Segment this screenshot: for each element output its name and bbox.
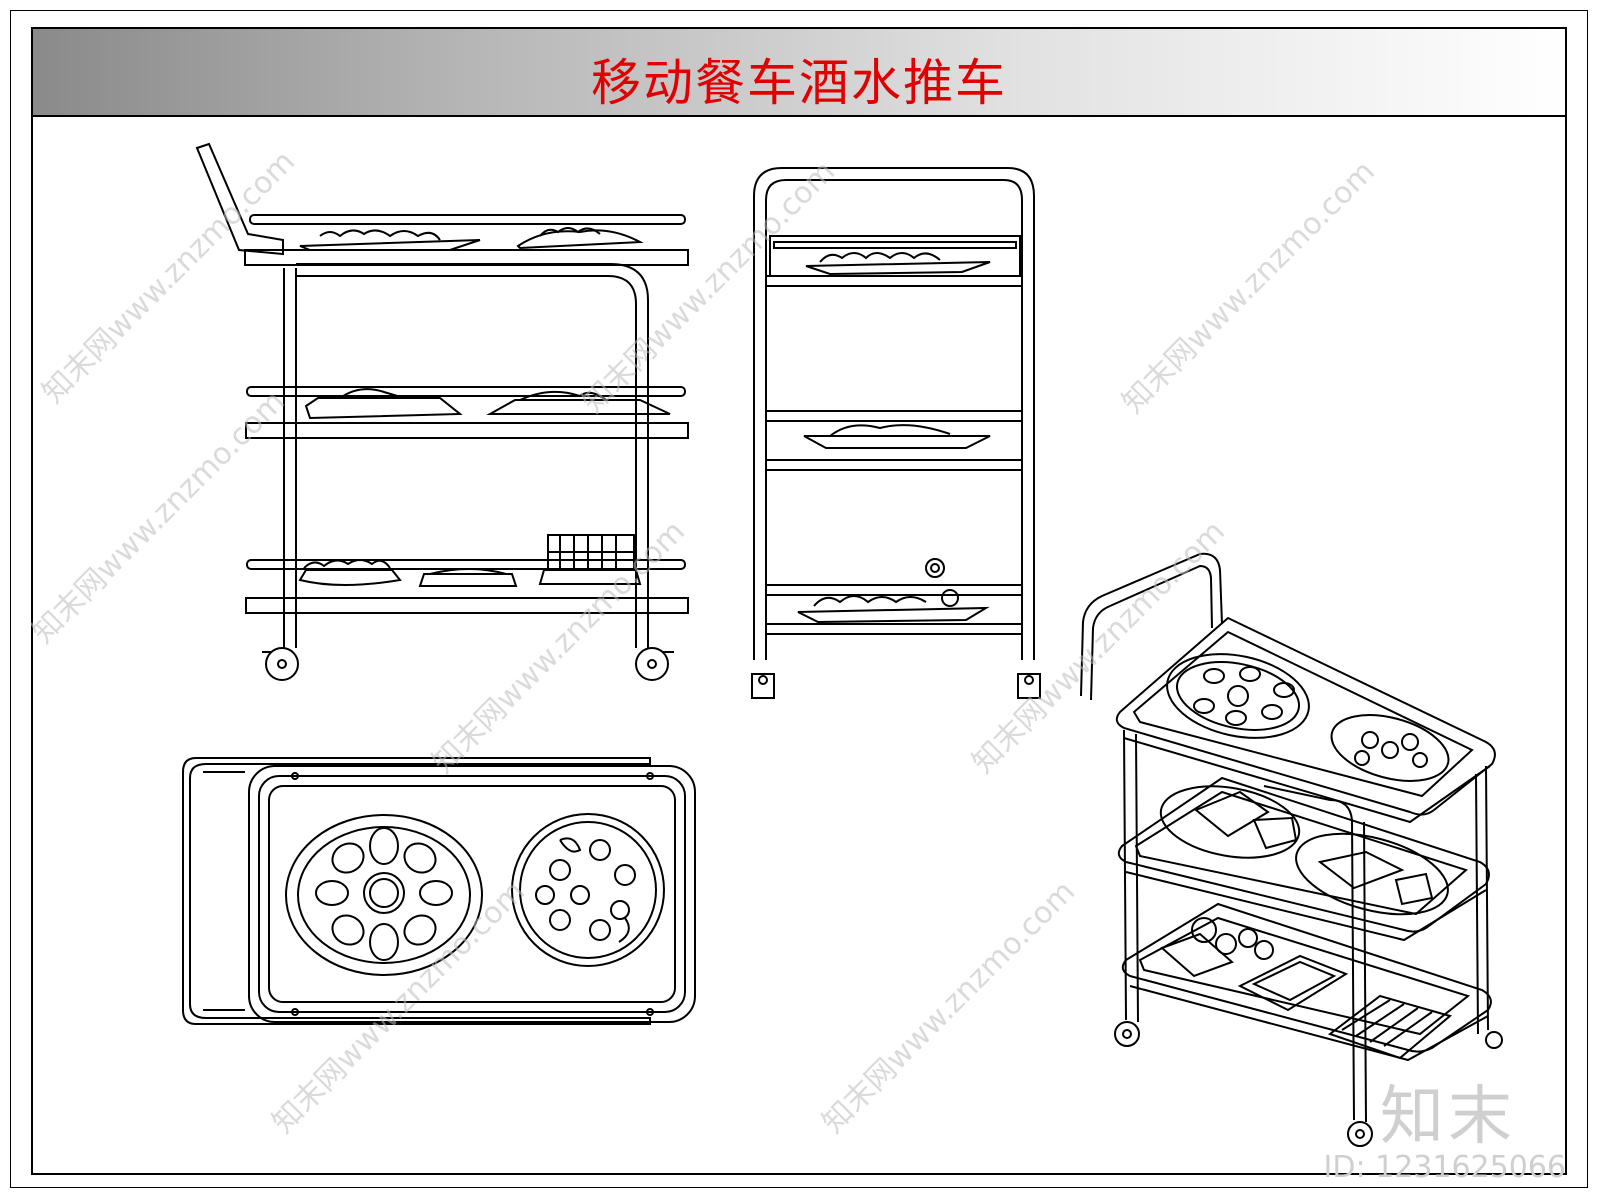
sheet-outer-border xyxy=(10,10,1588,1188)
isometric-view xyxy=(1080,552,1503,1147)
plan-view xyxy=(182,757,696,1025)
brand-logo: 知末 xyxy=(1380,1080,1516,1154)
side-elevation-view xyxy=(195,142,689,681)
image-id-label: ID: 1231625066 xyxy=(1323,1150,1566,1185)
drawing-frame xyxy=(31,27,1567,1175)
end-elevation-view xyxy=(751,167,1041,699)
drawing-title: 移动餐车酒水推车 xyxy=(591,55,1007,111)
title-bar: 移动餐车酒水推车 xyxy=(33,29,1565,117)
